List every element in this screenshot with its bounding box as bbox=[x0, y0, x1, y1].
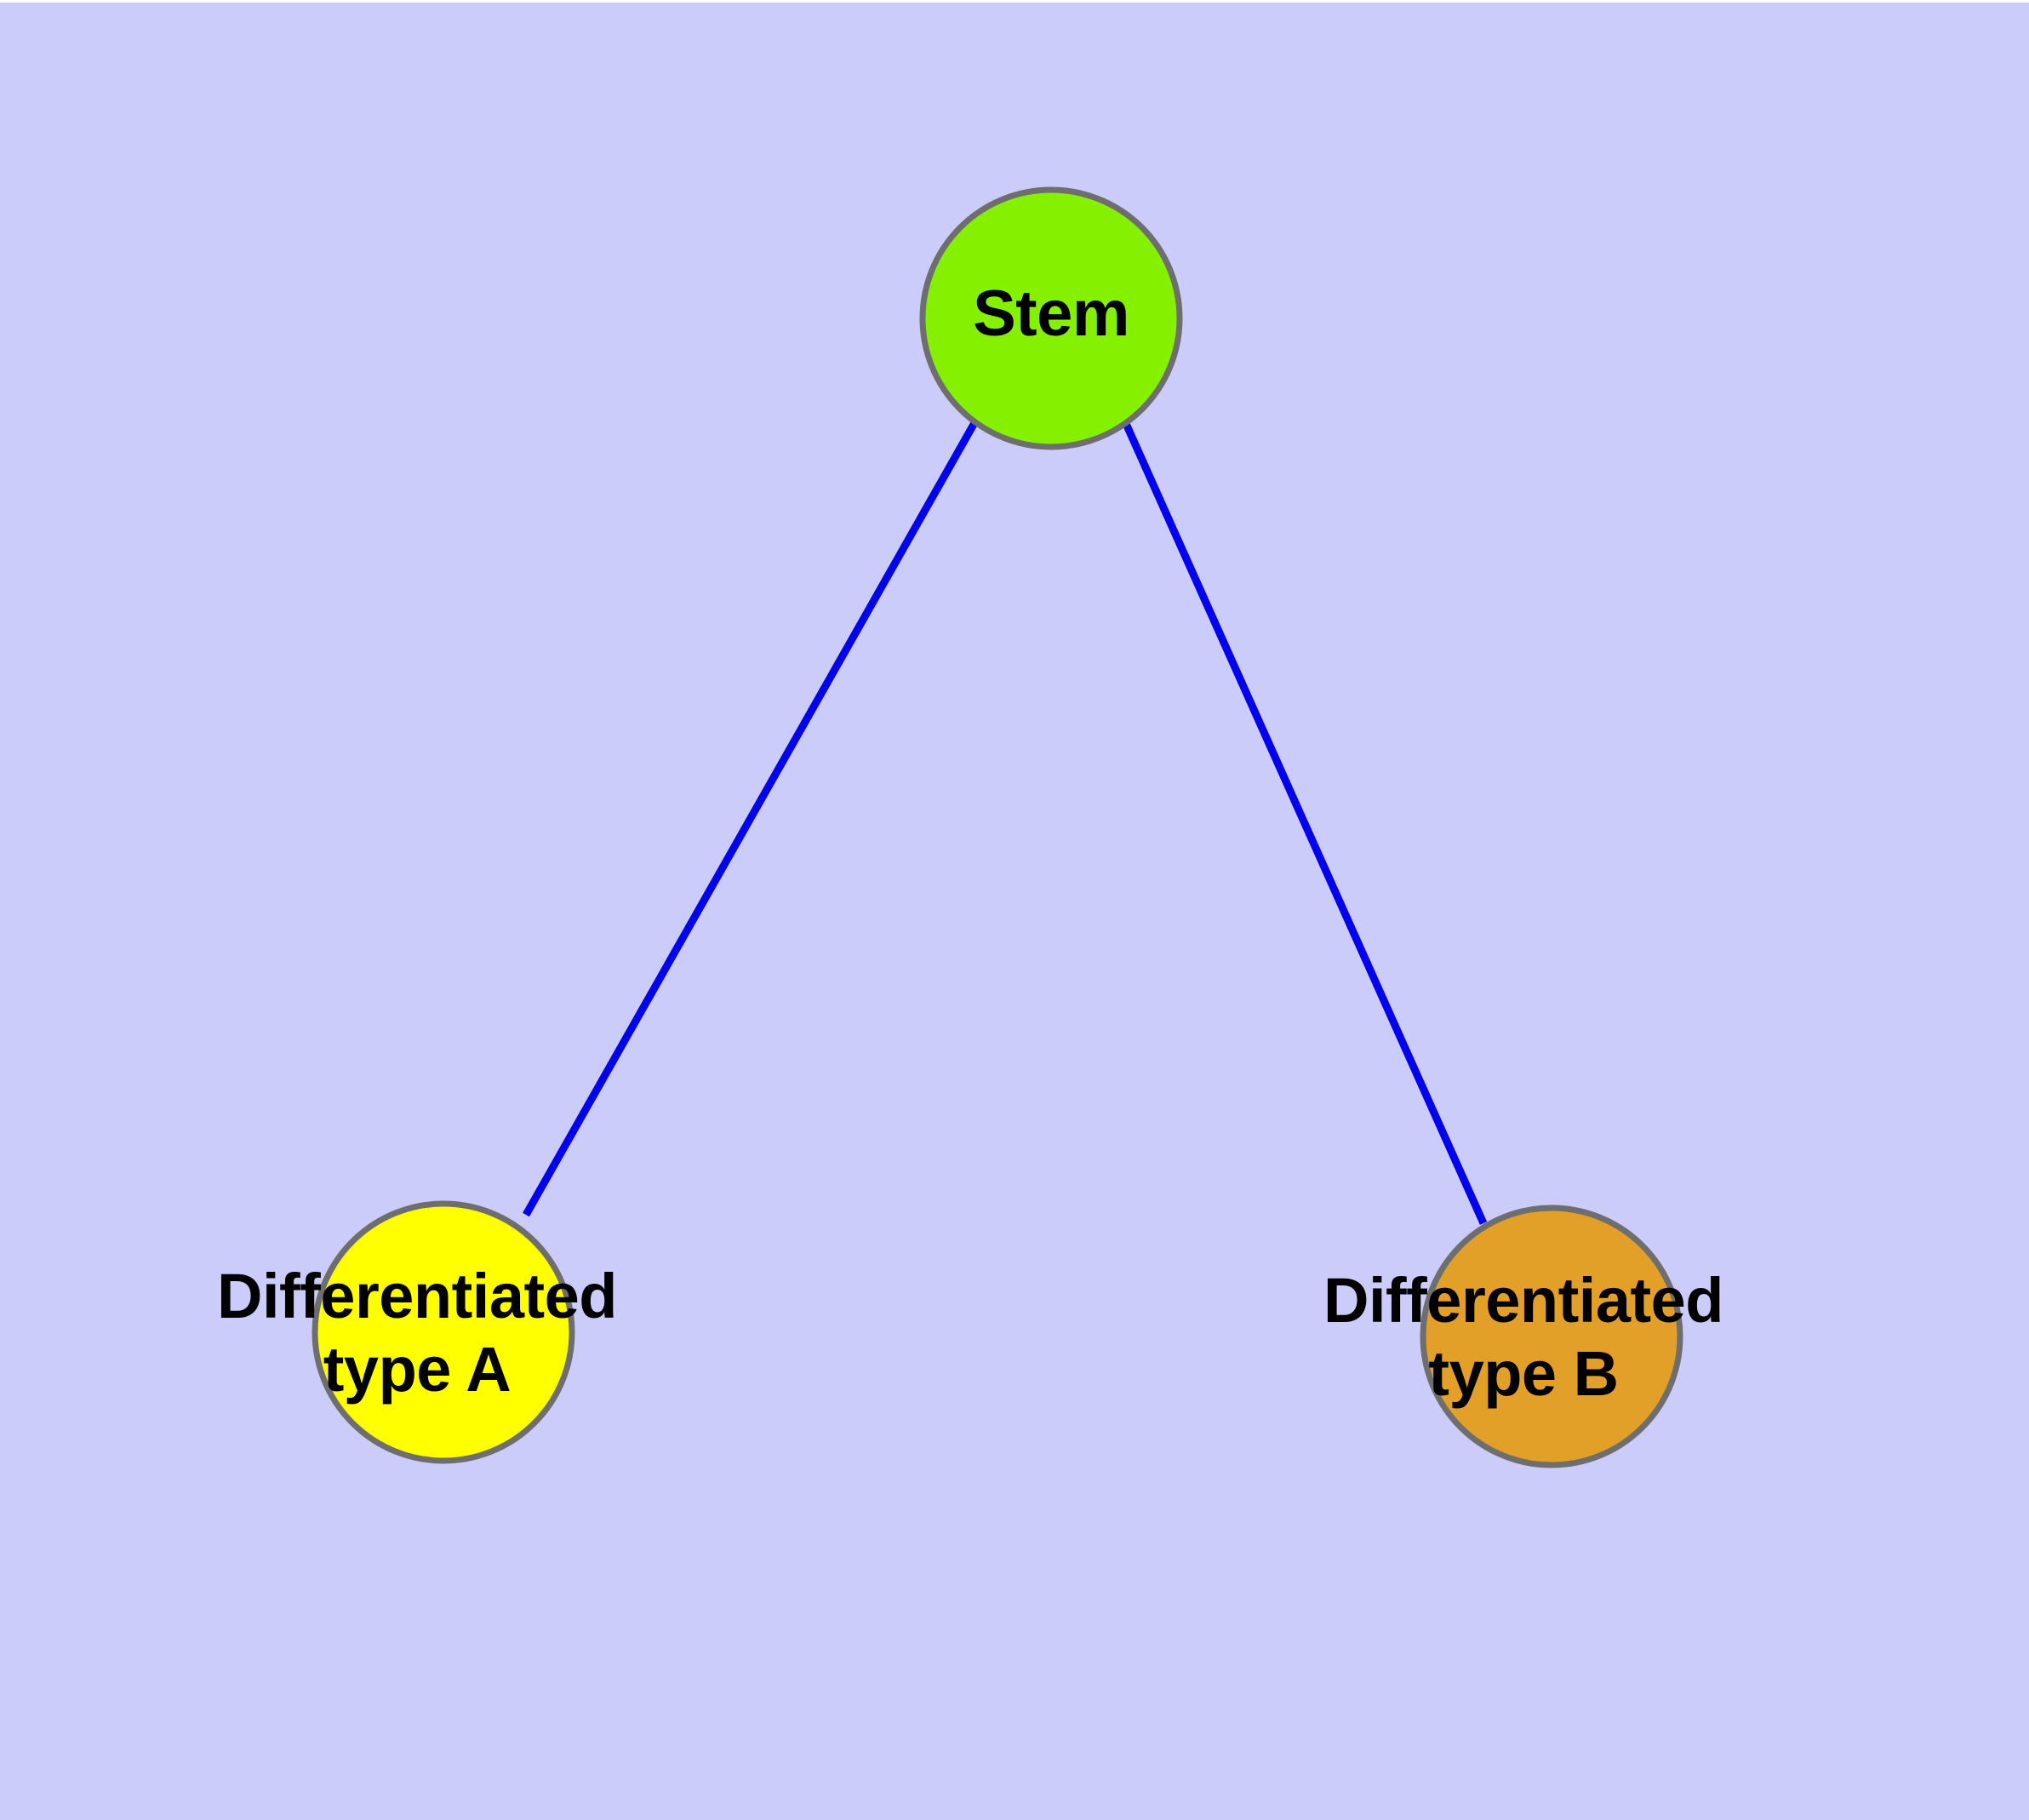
node-layer bbox=[311, 186, 1683, 1468]
edge-stem-to-differentiated-b[interactable] bbox=[1119, 416, 1488, 1225]
node-differentiated-type-a[interactable] bbox=[311, 1200, 575, 1464]
node-stem[interactable] bbox=[919, 186, 1183, 450]
node-differentiated-type-b[interactable] bbox=[1420, 1205, 1683, 1468]
edge-stem-to-differentiated-a[interactable] bbox=[523, 419, 979, 1217]
edge-layer bbox=[523, 416, 1488, 1225]
